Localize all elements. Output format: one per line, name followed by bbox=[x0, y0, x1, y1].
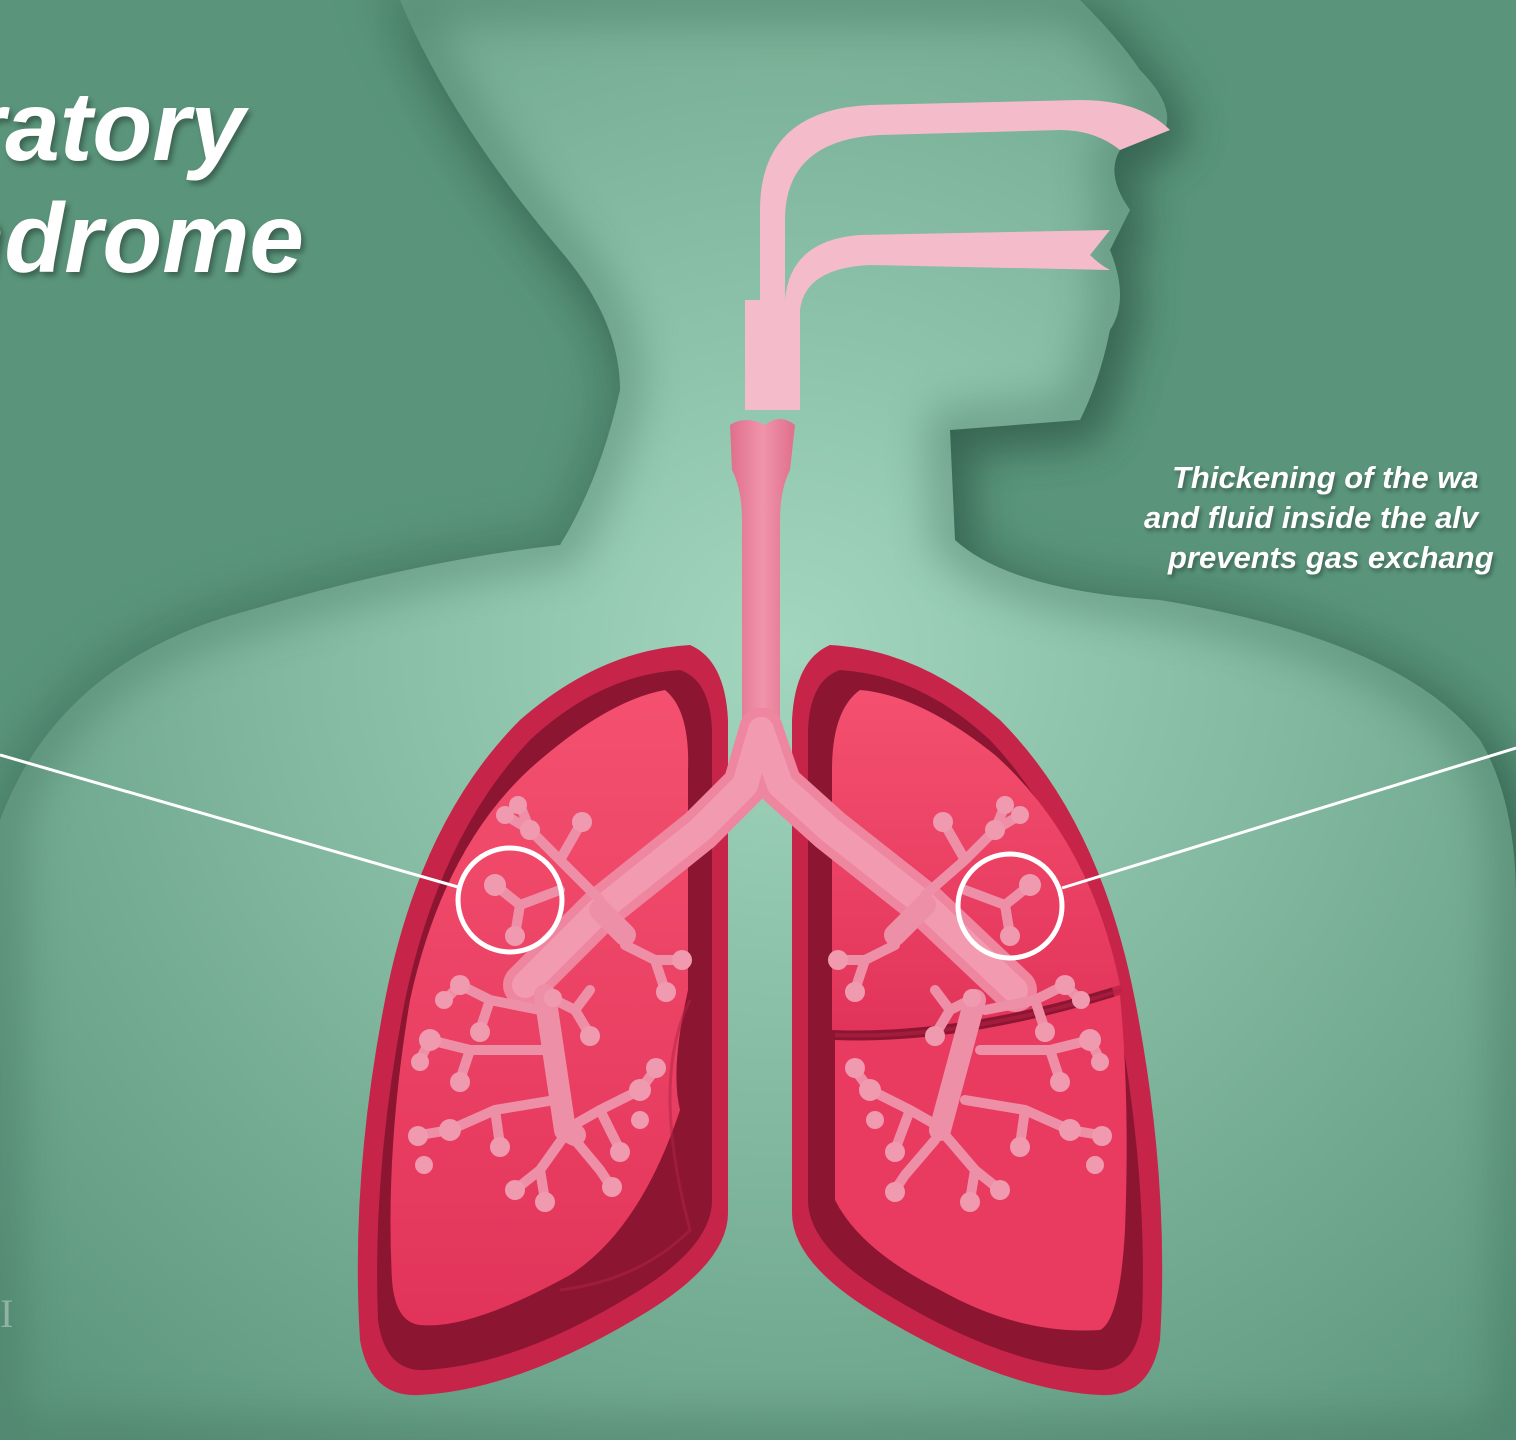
title-line-1: piratory bbox=[0, 70, 304, 182]
diagram-title: piratory yndrome bbox=[0, 70, 304, 294]
corner-watermark: I bbox=[0, 1290, 13, 1337]
caption-line-1: Thickening of the wa bbox=[1144, 458, 1516, 498]
caption-line-2: and fluid inside the alv bbox=[1144, 498, 1516, 538]
title-line-2: yndrome bbox=[0, 182, 304, 294]
caption-line-3: prevents gas exchang bbox=[1144, 538, 1516, 578]
alveoli-caption: Thickening of the wa and fluid inside th… bbox=[1144, 458, 1516, 588]
